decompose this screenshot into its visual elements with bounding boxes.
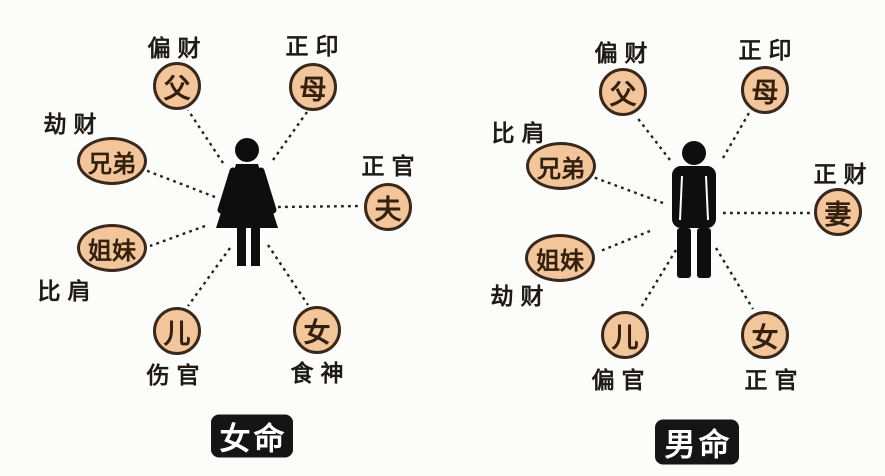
connector-line bbox=[592, 175, 664, 205]
woman-silhouette-icon bbox=[216, 138, 278, 266]
connector-line bbox=[635, 115, 671, 161]
female-husband-node: 夫 bbox=[364, 183, 412, 231]
female-brothers-node: 兄弟 bbox=[77, 137, 147, 185]
male-father-node: 父 bbox=[599, 68, 647, 116]
connector-line bbox=[638, 249, 678, 310]
female-daughter-node: 女 bbox=[293, 306, 341, 354]
male-panel-title: 男命 bbox=[655, 419, 739, 465]
female-brothers-god-label: 劫财 bbox=[43, 112, 104, 137]
female-husband-god-label: 正官 bbox=[361, 154, 422, 179]
male-brothers-node: 兄弟 bbox=[526, 142, 596, 190]
connector-line bbox=[721, 112, 751, 159]
female-son-god-label: 伤官 bbox=[146, 363, 207, 388]
connector-line bbox=[144, 168, 216, 199]
female-daughter-god-label: 食神 bbox=[290, 361, 351, 386]
male-mother-god-label: 正印 bbox=[738, 38, 799, 63]
connector-line bbox=[187, 247, 231, 307]
male-sisters-god-label: 劫财 bbox=[490, 284, 551, 309]
connector-line bbox=[149, 224, 206, 248]
female-mother-node: 母 bbox=[289, 63, 337, 111]
male-son-god-label: 偏官 bbox=[591, 368, 652, 393]
female-panel-title: 女命 bbox=[211, 414, 293, 458]
male-brothers-god-label: 比肩 bbox=[491, 121, 552, 146]
male-sisters-node: 姐妹 bbox=[525, 234, 595, 282]
connector-line bbox=[267, 244, 309, 306]
male-son-node: 儿 bbox=[601, 311, 649, 359]
male-daughter-god-label: 正官 bbox=[744, 368, 805, 393]
male-wife-god-label: 正财 bbox=[813, 162, 874, 187]
male-daughter-node: 女 bbox=[741, 311, 789, 359]
male-mother-node: 母 bbox=[741, 66, 789, 114]
female-father-god-label: 偏财 bbox=[147, 36, 208, 61]
male-connector-lines bbox=[592, 112, 811, 310]
female-sisters-god-label: 比肩 bbox=[37, 279, 98, 304]
male-wife-node: 妻 bbox=[814, 188, 862, 236]
female-connector-lines bbox=[144, 109, 362, 307]
connector-line bbox=[597, 229, 651, 254]
female-son-node: 儿 bbox=[153, 307, 201, 355]
connector-line bbox=[272, 111, 308, 161]
female-sisters-node: 姐妹 bbox=[77, 224, 147, 272]
male-father-god-label: 偏财 bbox=[594, 41, 655, 66]
connector-line bbox=[714, 247, 755, 310]
man-silhouette-icon bbox=[672, 141, 716, 278]
female-mother-god-label: 正印 bbox=[285, 34, 346, 59]
female-father-node: 父 bbox=[153, 62, 201, 110]
